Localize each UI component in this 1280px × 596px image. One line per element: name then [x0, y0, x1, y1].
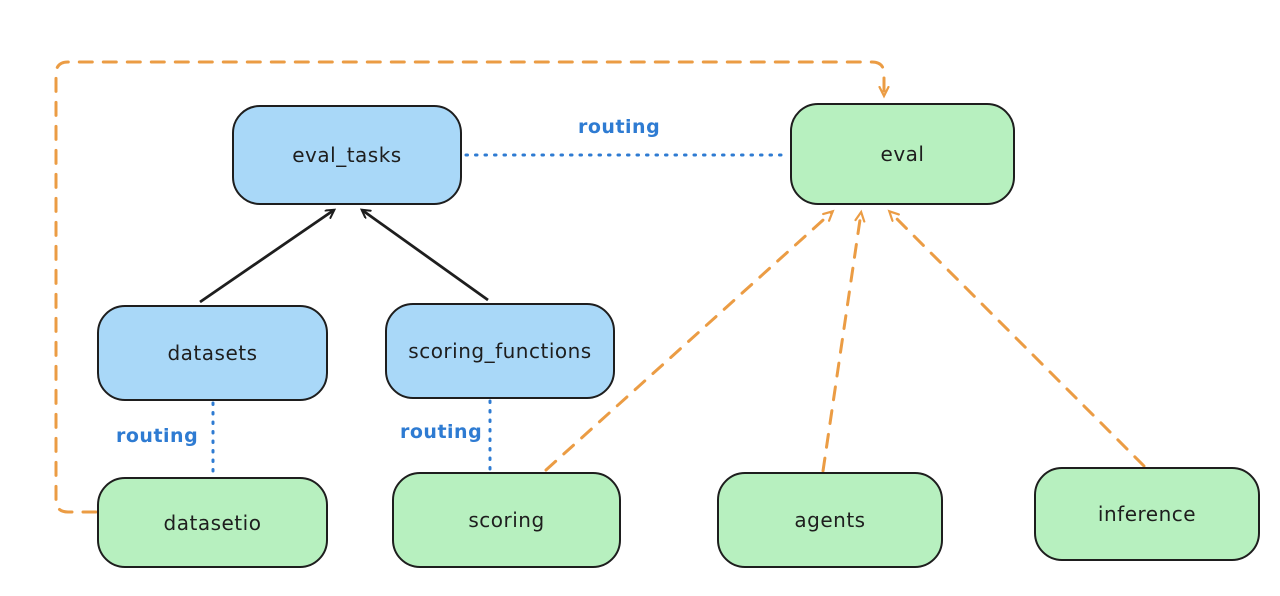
- edge-label-routing-eval-tasks-eval: routing: [578, 116, 661, 138]
- node-scoring-label: scoring: [468, 508, 545, 532]
- node-inference-label: inference: [1097, 502, 1197, 526]
- node-datasets-label: datasets: [167, 341, 258, 365]
- edge-label-routing-scoring-functions-scoring: routing: [400, 421, 483, 443]
- node-datasetio-label: datasetio: [163, 510, 262, 535]
- node-eval-label: eval: [880, 142, 925, 166]
- node-scoring-functions-label: scoring_functions: [408, 339, 592, 363]
- node-inference: inference: [1034, 467, 1260, 561]
- edge-agents-to-eval: [821, 213, 861, 473]
- node-eval-tasks-label: eval_tasks: [292, 143, 402, 167]
- node-scoring: scoring: [392, 472, 621, 568]
- edge-inference-to-eval: [890, 212, 1146, 468]
- edge-datasets-to-eval-tasks: [199, 210, 334, 304]
- node-agents: agents: [717, 472, 943, 568]
- node-eval-tasks: eval_tasks: [232, 105, 462, 205]
- node-datasets: datasets: [97, 305, 328, 401]
- node-eval: eval: [790, 103, 1015, 205]
- node-agents-label: agents: [794, 508, 866, 532]
- node-scoring-functions: scoring_functions: [385, 303, 615, 399]
- edge-label-routing-datasets-datasetio: routing: [116, 425, 199, 447]
- edge-scoring-functions-to-eval-tasks: [362, 210, 489, 302]
- node-datasetio: datasetio: [97, 477, 328, 568]
